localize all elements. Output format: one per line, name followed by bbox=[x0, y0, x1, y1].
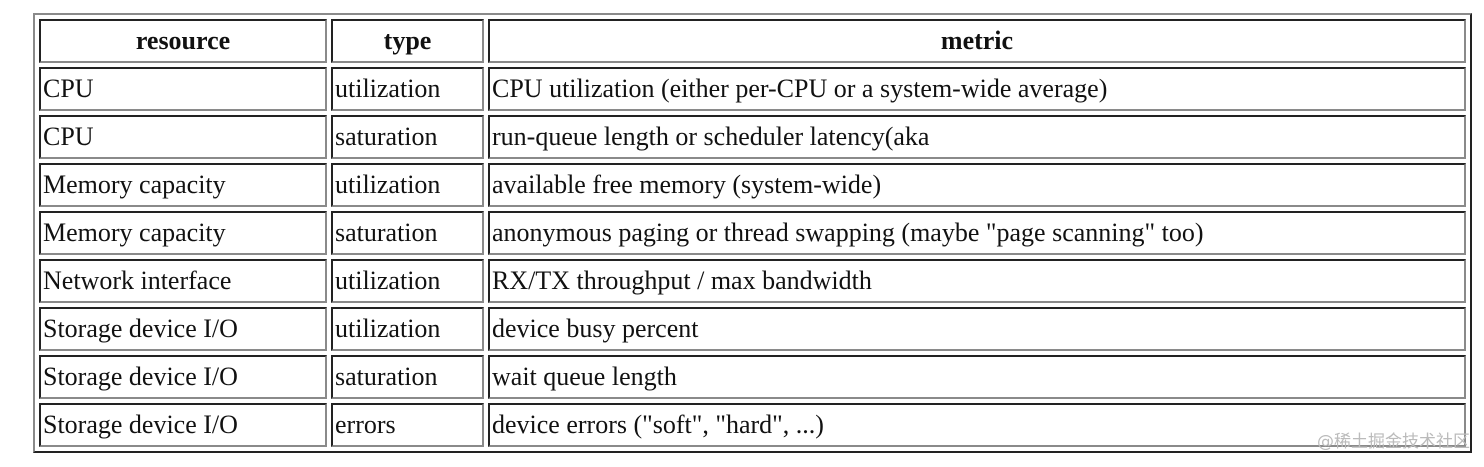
cell-type: utilization bbox=[331, 163, 484, 207]
cell-type: utilization bbox=[331, 307, 484, 351]
cell-type: utilization bbox=[331, 67, 484, 111]
cell-resource: Memory capacity bbox=[39, 211, 327, 255]
header-type: type bbox=[331, 19, 484, 63]
cell-metric: available free memory (system-wide) bbox=[488, 163, 1466, 207]
cell-resource: CPU bbox=[39, 115, 327, 159]
header-resource: resource bbox=[39, 19, 327, 63]
cell-type: utilization bbox=[331, 259, 484, 303]
cell-metric: run-queue length or scheduler latency(ak… bbox=[488, 115, 1466, 159]
cell-resource: CPU bbox=[39, 67, 327, 111]
cell-resource: Network interface bbox=[39, 259, 327, 303]
cell-resource: Storage device I/O bbox=[39, 355, 327, 399]
watermark: @稀土掘金技术社区 bbox=[1317, 432, 1470, 452]
cell-type: saturation bbox=[331, 115, 484, 159]
cell-type: errors bbox=[331, 403, 484, 447]
cell-resource: Storage device I/O bbox=[39, 403, 327, 447]
header-row: resource type metric bbox=[39, 19, 1466, 63]
cell-type: saturation bbox=[331, 211, 484, 255]
cell-type: saturation bbox=[331, 355, 484, 399]
cell-resource: Memory capacity bbox=[39, 163, 327, 207]
cell-metric: anonymous paging or thread swapping (may… bbox=[488, 211, 1466, 255]
cell-metric: device busy percent bbox=[488, 307, 1466, 351]
cell-metric: wait queue length bbox=[488, 355, 1466, 399]
cell-metric: device errors ("soft", "hard", ...) bbox=[488, 403, 1466, 447]
cell-metric: RX/TX throughput / max bandwidth bbox=[488, 259, 1466, 303]
cell-metric: CPU utilization (either per-CPU or a sys… bbox=[488, 67, 1466, 111]
header-metric: metric bbox=[488, 19, 1466, 63]
cell-resource: Storage device I/O bbox=[39, 307, 327, 351]
